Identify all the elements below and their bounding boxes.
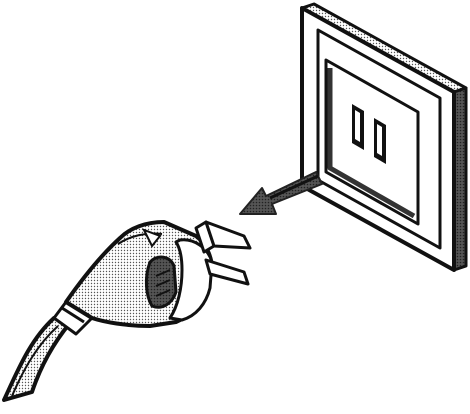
- socket-slot-right: [374, 118, 386, 164]
- wall-socket-icon: [300, 2, 468, 272]
- power-plug-icon: [2, 220, 252, 402]
- plug-prong-top: [194, 220, 252, 254]
- socket-slot-left: [352, 104, 364, 150]
- pull-arrow-icon: [239, 171, 323, 215]
- plug-prong-bottom: [204, 258, 250, 286]
